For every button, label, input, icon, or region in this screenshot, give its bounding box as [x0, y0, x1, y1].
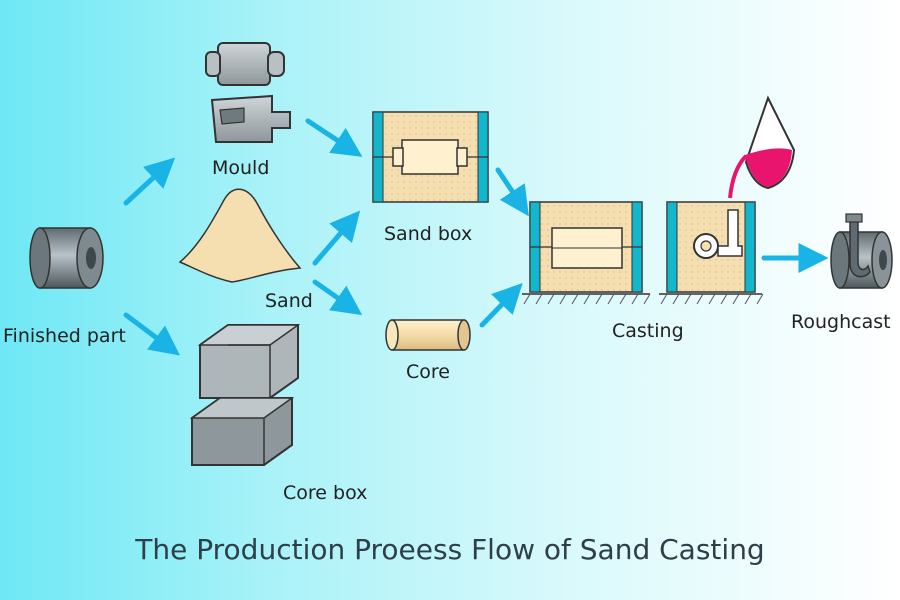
arrow-part-to-core-box: [123, 312, 180, 356]
ladle-icon: [728, 95, 796, 199]
label-finished-part: Finished part: [3, 325, 126, 347]
arrow-mould-to-sand-box: [305, 118, 363, 157]
label-sand-box: Sand box: [384, 223, 473, 245]
sand-pile-icon: [178, 188, 302, 283]
roughcast-icon: [830, 213, 893, 289]
arrow-core-to-casting: [479, 283, 523, 328]
label-core: Core: [406, 361, 450, 383]
core-box-icon: [189, 324, 301, 466]
casting-flask-icon: [522, 201, 651, 305]
finished-part-icon: [29, 227, 104, 289]
label-sand: Sand: [265, 290, 313, 312]
sand-box-icon: [372, 111, 489, 203]
label-mould: Mould: [212, 157, 270, 179]
arrow-sand-to-sand-box: [312, 210, 361, 266]
arrow-sand-to-core: [312, 279, 363, 316]
label-casting: Casting: [612, 320, 684, 342]
flow-arrows: [123, 118, 829, 356]
pouring-flask-icon: [659, 201, 764, 305]
arrow-part-to-mould: [123, 157, 176, 206]
label-roughcast: Roughcast: [791, 311, 891, 333]
mould-icon: [205, 42, 291, 143]
core-icon: [385, 319, 471, 351]
arrow-sand-box-to-casting: [495, 167, 529, 217]
page-title: The Production Proeess Flow of Sand Cast…: [135, 533, 765, 566]
label-core-box: Core box: [283, 482, 368, 504]
